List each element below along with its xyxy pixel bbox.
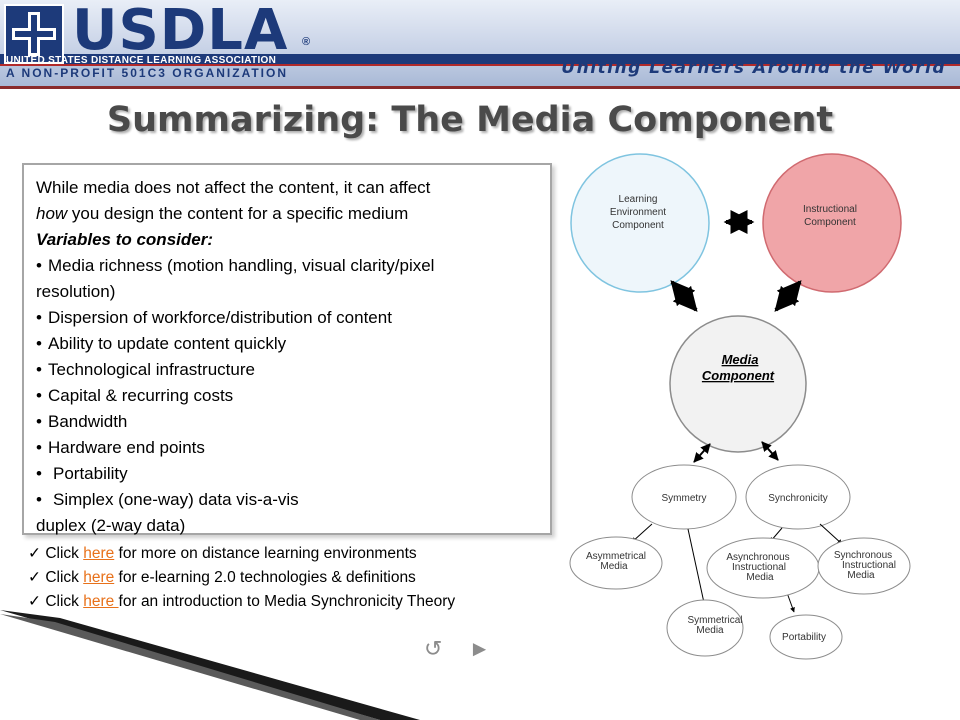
asym-label-1: Asymmetrical: [586, 551, 646, 562]
checkmark-icon: ✓: [28, 569, 41, 586]
intro-line-1: While media does not affect the content,…: [36, 178, 431, 197]
bullet-infrastructure: Technological infrastructure: [36, 357, 540, 383]
return-icon[interactable]: ↺: [424, 636, 443, 661]
asymmetrical-media-node: [569, 536, 663, 590]
portability-node: [769, 614, 843, 660]
logo-wordmark: USDLA: [72, 0, 289, 63]
sync-label-2: Instructional: [842, 560, 896, 571]
asym-label-2: Media: [600, 561, 628, 572]
synchronicity-label: Synchronicity: [768, 493, 827, 504]
media-synchronicity-arrow: [761, 441, 779, 461]
sub-bullet-hardware: Hardware end points: [36, 435, 540, 461]
link-row: ✓ Click here for e-learning 2.0 technolo…: [28, 566, 455, 590]
sym-label-1: Symmetrical: [687, 615, 742, 626]
sub-bullet-bandwidth: Bandwidth: [36, 409, 540, 435]
banner-accent-stripe: [0, 64, 960, 66]
synchronicity-node: [745, 464, 851, 530]
link-list: ✓ Click here for more on distance learni…: [28, 542, 455, 614]
usdla-emblem-icon: [4, 4, 64, 64]
learning-env-label-2: Environment: [610, 207, 666, 218]
header-banner: USDLA ® UNITED STATES DISTANCE LEARNING …: [0, 0, 960, 89]
link-suffix: for an introduction to Media Synchronici…: [118, 593, 456, 610]
sym-label-2: Media: [696, 625, 724, 636]
bullet-dispersion: Dispersion of workforce/distribution of …: [36, 305, 540, 331]
media-component-node: [669, 315, 807, 453]
intro-line-2: how you design the content for a specifi…: [36, 201, 540, 227]
learning-media-arrow: [670, 280, 698, 312]
learning-env-label-1: Learning: [619, 194, 658, 205]
learning-environment-node: [570, 153, 710, 293]
intro-line-2-rest: you design the content for a specific me…: [67, 204, 409, 223]
async-label-2: Instructional: [732, 562, 786, 573]
instructional-label-2: Component: [804, 217, 856, 228]
checkmark-icon: ✓: [28, 593, 41, 610]
media-component-diagram: Learning Environment Component Instructi…: [569, 153, 911, 660]
symmetry-label: Symmetry: [662, 493, 707, 504]
bullet-media-richness-cont: resolution): [36, 282, 116, 301]
symmetry-node: [631, 464, 737, 530]
instructional-component-node: [762, 153, 902, 293]
slide-title: Summarizing: The Media Component: [106, 100, 834, 140]
intro-emphasis: how: [36, 204, 68, 223]
bullet-portability: Portability: [36, 461, 540, 487]
slide-navigation: ↺ ►: [424, 636, 510, 662]
bullet-update-content: Ability to update content quickly: [36, 331, 540, 357]
variables-heading: Variables to consider:: [36, 230, 213, 249]
link-distance-learning[interactable]: here: [83, 545, 115, 562]
sync-label-1: Synchronous: [834, 550, 892, 561]
portability-label: Portability: [782, 632, 826, 643]
bullet-media-richness: Media richness (motion handling, visual …: [36, 253, 540, 279]
next-arrow-icon[interactable]: ►: [468, 636, 491, 661]
link-media-synchronicity[interactable]: here: [83, 593, 119, 610]
tagline: Uniting Learners Around the World: [561, 58, 946, 78]
link-suffix: for e-learning 2.0 technologies & defini…: [114, 569, 416, 586]
decorative-wedge: [0, 610, 420, 720]
async-label-3: Media: [746, 572, 774, 583]
checkmark-icon: ✓: [28, 545, 41, 562]
link-row: ✓ Click here for an introduction to Medi…: [28, 590, 455, 614]
org-name: UNITED STATES DISTANCE LEARNING ASSOCIAT…: [6, 55, 277, 66]
link-prefix: Click: [45, 545, 84, 562]
synchronous-media-node: [817, 537, 911, 595]
bullet-simplex-cont: duplex (2-way data): [36, 516, 186, 535]
bullet-simplex: Simplex (one-way) data vis-a-vis: [36, 487, 540, 513]
synchronicity-sync-arrow: [819, 523, 843, 545]
link-prefix: Click: [45, 569, 84, 586]
summary-text-box: While media does not affect the content,…: [22, 163, 552, 535]
sync-label-3: Media: [847, 570, 875, 581]
link-suffix: for more on distance learning environmen…: [114, 545, 417, 562]
media-symmetry-arrow: [693, 443, 711, 463]
link-row: ✓ Click here for more on distance learni…: [28, 542, 455, 566]
link-prefix: Click: [45, 593, 84, 610]
link-elearning[interactable]: here: [83, 569, 115, 586]
instructional-label-1: Instructional: [803, 204, 857, 215]
symmetry-sym-arrow: [687, 528, 708, 613]
media-label-1: Media: [722, 352, 759, 367]
async-label-1: Asynchronous: [726, 552, 789, 563]
symmetrical-media-node: [666, 599, 744, 657]
registered-mark: ®: [302, 36, 311, 48]
banner-stripe: [0, 54, 960, 64]
media-label-2: Component: [702, 368, 775, 383]
org-subtitle: A NON-PROFIT 501C3 ORGANIZATION: [6, 66, 289, 80]
bullet-costs: Capital & recurring costs: [36, 383, 540, 409]
instructional-media-arrow: [774, 280, 802, 312]
learning-env-label-3: Component: [612, 220, 664, 231]
